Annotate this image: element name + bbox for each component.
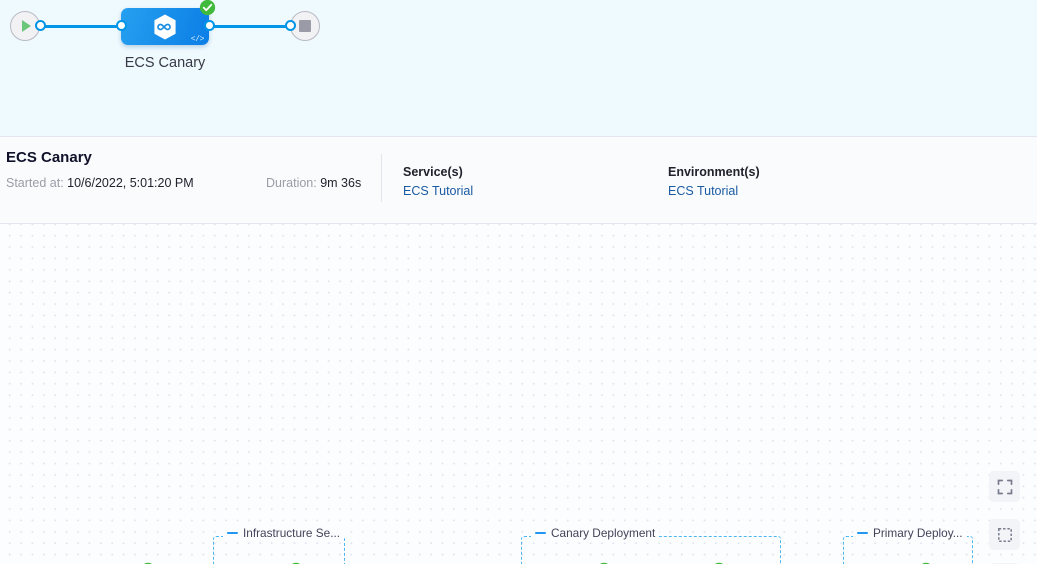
collapse-dash-icon[interactable]	[227, 531, 238, 535]
environments-header: Environment(s)	[668, 165, 760, 179]
services-column: Service(s) ECS Tutorial	[403, 165, 473, 198]
services-header: Service(s)	[403, 165, 463, 179]
execution-detail-bar: ECS Canary Started at: 10/6/2022, 5:01:2…	[0, 136, 1037, 224]
group-title-infrastructure: Infrastructure Se...	[243, 526, 341, 540]
group-canary-deployment[interactable]: Canary Deployment	[521, 526, 781, 564]
stop-square-icon	[299, 20, 311, 32]
started-at-value: 10/6/2022, 5:01:20 PM	[67, 176, 194, 190]
play-icon	[22, 20, 31, 32]
collapse-dash-icon[interactable]	[535, 531, 546, 535]
group-label-infrastructure-section: Infrastructure Se...	[223, 526, 345, 540]
started-at-label: Started at	[6, 176, 61, 190]
environments-link[interactable]: ECS Tutorial	[668, 184, 739, 198]
group-title-primary-deployment: Primary Deploy...	[873, 526, 963, 540]
group-infrastructure-section[interactable]: Infrastructure Se...	[213, 526, 345, 564]
group-label-canary-deployment: Canary Deployment	[531, 526, 660, 540]
dashed-square-select-icon	[997, 527, 1012, 542]
pipeline-graph-canvas[interactable]: Infrastructure Se... Canary Deployment P…	[0, 224, 1037, 564]
overview-stage-ecs-canary[interactable]: </>	[121, 8, 209, 45]
collapse-dash-icon[interactable]	[857, 531, 868, 535]
duration-field: Duration: 9m 36s	[266, 176, 361, 190]
services-link[interactable]: ECS Tutorial	[403, 184, 474, 198]
overview-port-end	[285, 20, 296, 31]
execution-title: ECS Canary	[6, 149, 92, 166]
overview-port-stage-out	[204, 20, 215, 31]
overview-edge-stage-to-end	[209, 24, 290, 28]
started-at-field: Started at: 10/6/2022, 5:01:20 PM	[6, 176, 194, 190]
overview-stage-success-badge	[199, 0, 216, 16]
overview-port-stage-in	[116, 20, 127, 31]
expand-fit-icon	[997, 479, 1012, 494]
detail-divider	[381, 154, 382, 202]
group-primary-deployment[interactable]: Primary Deploy...	[843, 526, 973, 564]
overview-edge-start-to-stage	[40, 24, 121, 28]
pipeline-overview-strip: </> ECS Canary	[0, 0, 1037, 136]
duration-value: 9m 36s	[320, 176, 362, 190]
overview-stage-label: ECS Canary	[124, 55, 206, 71]
overview-stage-code-marker: </>	[190, 35, 205, 44]
environments-column: Environment(s) ECS Tutorial	[668, 165, 760, 198]
group-title-canary-deployment: Canary Deployment	[551, 526, 656, 540]
duration-colon: :	[313, 176, 321, 190]
select-area-button[interactable]	[989, 519, 1020, 550]
fit-to-screen-button[interactable]	[989, 471, 1020, 502]
overview-port-start	[35, 20, 46, 31]
started-at-colon: :	[60, 176, 68, 190]
duration-label: Duration	[266, 176, 314, 190]
group-label-primary-deployment: Primary Deploy...	[853, 526, 967, 540]
pipeline-hexagon-icon	[154, 14, 176, 39]
